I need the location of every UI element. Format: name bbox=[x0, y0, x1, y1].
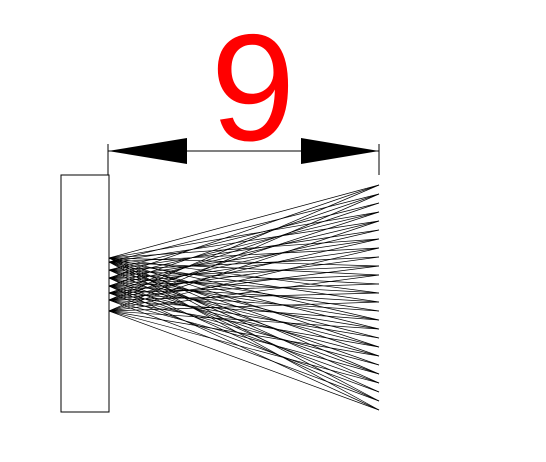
dimension-label: 9 bbox=[211, 3, 296, 173]
ray-line bbox=[108, 229, 380, 271]
ray-line bbox=[108, 299, 380, 402]
ray-line bbox=[108, 301, 380, 312]
ray-line bbox=[108, 261, 380, 303]
ray-line bbox=[108, 274, 380, 312]
ray-line bbox=[108, 211, 380, 259]
ray-line bbox=[108, 247, 380, 263]
ray-line bbox=[108, 269, 380, 339]
ray-line bbox=[108, 193, 380, 287]
ray-line bbox=[108, 285, 380, 357]
ray-line bbox=[108, 299, 380, 321]
ray-line bbox=[108, 202, 380, 294]
ray-line bbox=[108, 256, 380, 271]
ray-line bbox=[108, 184, 380, 301]
ray-line bbox=[108, 184, 380, 259]
ray-line bbox=[108, 269, 380, 366]
ray-line bbox=[108, 261, 380, 276]
ray-line bbox=[108, 265, 380, 301]
ray-line bbox=[108, 211, 380, 301]
ray-line bbox=[108, 269, 380, 285]
ray-line bbox=[108, 310, 380, 357]
ray-line bbox=[108, 211, 380, 279]
ray-line bbox=[108, 299, 380, 348]
ray-line bbox=[108, 274, 380, 287]
source-box bbox=[60, 174, 110, 413]
ray-line bbox=[108, 310, 380, 330]
ray-line bbox=[108, 285, 380, 330]
ray-line bbox=[108, 220, 380, 263]
ray-line bbox=[108, 299, 380, 375]
ray-line bbox=[108, 220, 380, 312]
ray-line bbox=[108, 285, 380, 411]
ray-line bbox=[108, 238, 380, 279]
ray-line bbox=[108, 310, 380, 411]
ray-line bbox=[108, 265, 380, 279]
ray-bundle bbox=[108, 184, 380, 411]
ray-line bbox=[108, 202, 380, 271]
ray-line bbox=[108, 220, 380, 287]
ray-line bbox=[108, 247, 380, 287]
ray-line bbox=[108, 292, 380, 301]
ray-line bbox=[108, 238, 380, 301]
ray-line bbox=[108, 184, 380, 279]
ray-line bbox=[108, 229, 380, 294]
ray-line bbox=[108, 261, 380, 330]
ray-line bbox=[108, 285, 380, 384]
arrowhead-right bbox=[301, 138, 379, 164]
ray-line bbox=[108, 269, 380, 393]
ray-line bbox=[108, 269, 380, 312]
ray-line bbox=[108, 285, 380, 303]
ray-line bbox=[108, 247, 380, 312]
arrowhead-left bbox=[108, 138, 187, 164]
ray-line bbox=[108, 193, 380, 312]
ray-line bbox=[108, 256, 380, 294]
ray-line bbox=[108, 310, 380, 384]
ray-line bbox=[108, 193, 380, 263]
